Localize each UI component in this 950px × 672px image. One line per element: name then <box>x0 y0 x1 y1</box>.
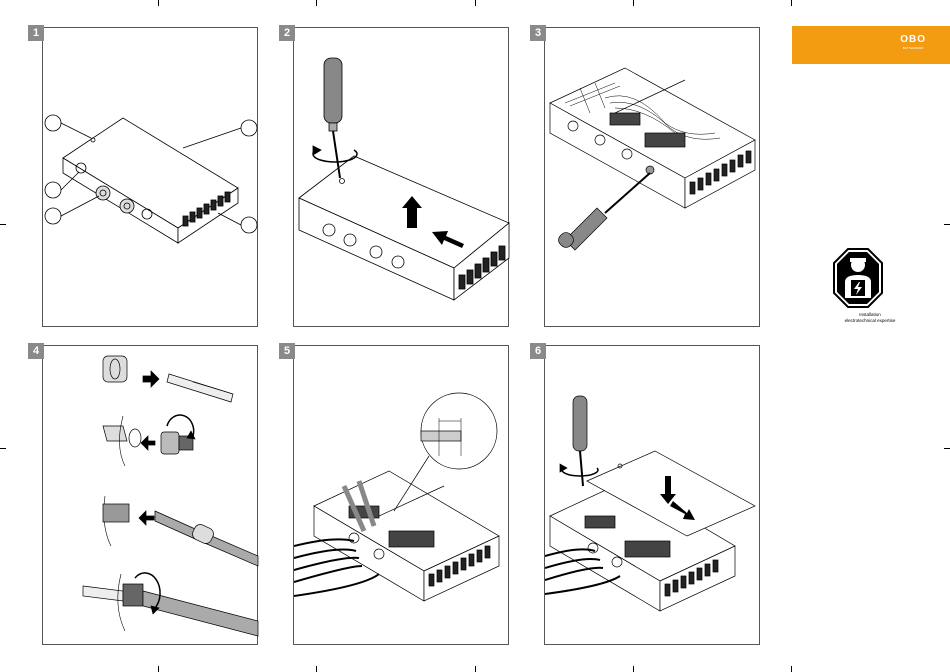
step-panel-6: 6 <box>544 345 760 645</box>
box-closed-illustration <box>43 28 259 328</box>
crop-mark <box>0 224 6 225</box>
step-panel-4: 4 <box>42 345 258 645</box>
open-box-break-knockout-illustration <box>545 28 761 328</box>
cable-gland-assembly-illustration <box>43 346 259 646</box>
close-lid-illustration <box>545 346 761 646</box>
crop-mark <box>791 0 792 6</box>
unscrew-lid-illustration <box>294 28 510 328</box>
obo-logo: OBO BETTERMANN <box>900 35 926 53</box>
crop-mark <box>944 448 950 449</box>
crop-mark <box>475 0 476 6</box>
logo-subtext: BETTERMANN <box>900 44 926 53</box>
warning-line2: electrotechnical expertise <box>820 318 920 324</box>
crop-mark <box>791 666 792 672</box>
step-number-badge: 6 <box>530 343 546 359</box>
step-number-badge: 2 <box>279 25 295 41</box>
step-number-badge: 4 <box>28 343 44 359</box>
crop-mark <box>158 666 159 672</box>
step-number-badge: 3 <box>530 25 546 41</box>
crop-mark <box>316 0 317 6</box>
crop-mark <box>633 666 634 672</box>
connect-wires-illustration <box>294 346 510 646</box>
step-panel-1: 1 <box>42 27 258 327</box>
step-panel-5: 5 <box>293 345 509 645</box>
step-panel-3: 3 <box>544 27 760 327</box>
warning-text: Installation electrotechnical expertise <box>820 312 920 324</box>
crop-mark <box>633 0 634 6</box>
crop-mark <box>0 448 6 449</box>
step-number-badge: 5 <box>279 343 295 359</box>
crop-mark <box>158 0 159 6</box>
step-panel-2: 2 <box>293 27 509 327</box>
step-number-badge: 1 <box>28 25 44 41</box>
brand-bar: OBO BETTERMANN <box>792 26 950 64</box>
crop-mark <box>944 224 950 225</box>
crop-mark <box>316 666 317 672</box>
electrician-warning-icon <box>833 248 883 310</box>
crop-mark <box>475 666 476 672</box>
